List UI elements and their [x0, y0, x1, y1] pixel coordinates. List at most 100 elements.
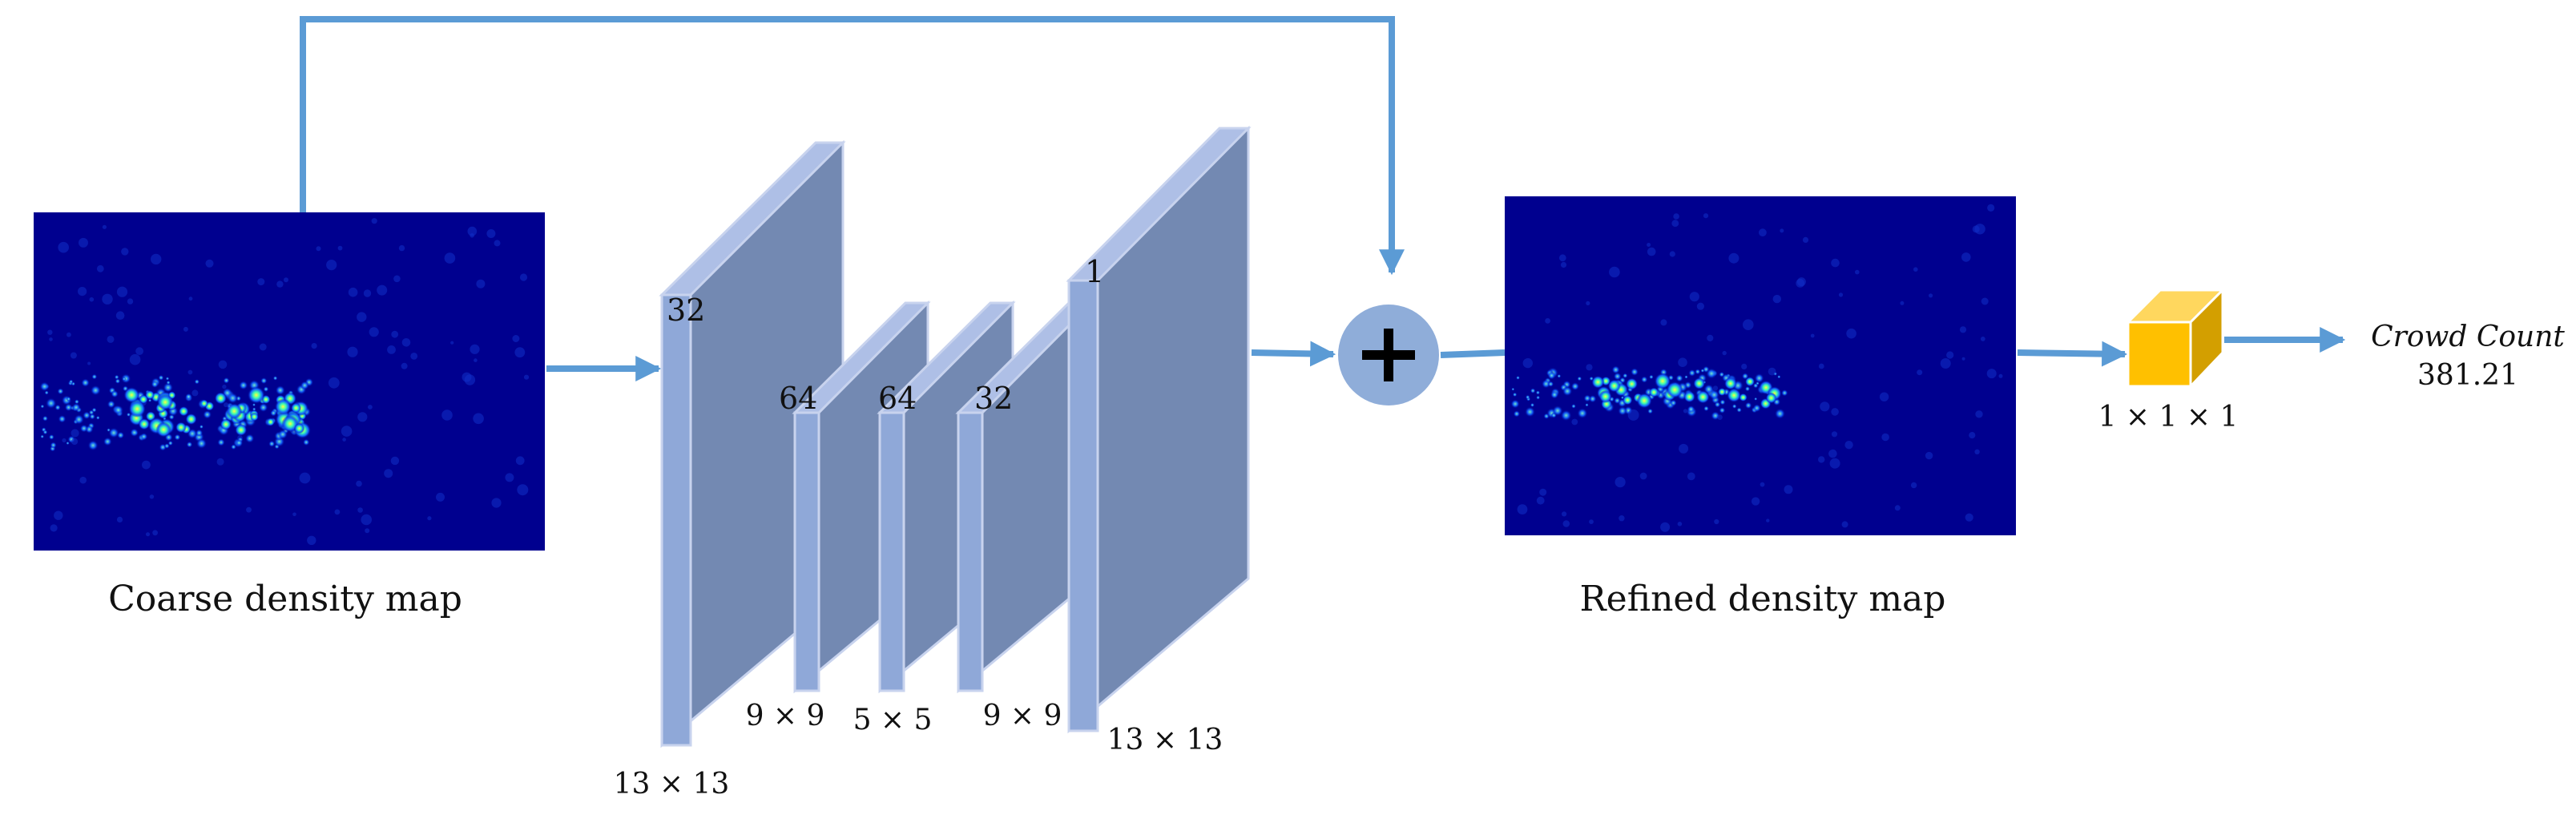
heat-speck — [1577, 408, 1588, 419]
heat-speck — [50, 442, 57, 449]
sum-to-refined-arrow — [1440, 349, 1506, 358]
heat-speck — [67, 332, 71, 337]
heat-speck — [89, 414, 95, 420]
heat-speck — [1675, 374, 1683, 382]
heat-speck — [1714, 401, 1721, 408]
heat-hotspot — [290, 402, 302, 414]
heat-speck — [1714, 518, 1719, 525]
heat-speck — [263, 386, 269, 393]
crowd-count-title: Crowd Count — [2371, 321, 2565, 353]
heat-speck — [1802, 236, 1809, 243]
heat-speck — [1965, 513, 1973, 522]
heat-speck — [1881, 433, 1889, 442]
heat-speck — [71, 429, 79, 438]
heat-speck — [1841, 521, 1848, 528]
heat-speck — [1525, 394, 1530, 400]
heat-speck — [257, 278, 265, 286]
heat-speck — [1917, 369, 1923, 376]
heat-speck — [58, 414, 67, 423]
heat-speck — [222, 384, 227, 389]
heat-speck — [1613, 372, 1622, 381]
heat-speck — [401, 338, 411, 347]
heat-hotspot — [1623, 395, 1633, 405]
heat-speck — [1589, 519, 1594, 524]
heat-hotspot — [1636, 393, 1652, 409]
heat-speck — [1998, 373, 2003, 378]
heat-speck — [1562, 385, 1573, 397]
heat-speck — [142, 460, 151, 470]
heat-speck — [163, 382, 174, 393]
heat-speck — [427, 516, 432, 521]
heat-speck — [467, 226, 478, 236]
output-cube — [2125, 287, 2226, 389]
heat-speck — [1961, 357, 1965, 361]
conv-layer-5-kernel: 13 × 13 — [1107, 724, 1223, 756]
heat-speck — [1530, 402, 1535, 408]
heat-speck — [1831, 258, 1840, 268]
heat-speck — [410, 353, 418, 360]
heat-speck — [130, 428, 139, 438]
heat-hotspot — [1654, 373, 1671, 389]
heat-speck — [1511, 387, 1515, 391]
heat-speck — [203, 410, 212, 419]
heat-speck — [1969, 432, 1976, 439]
heat-hotspot — [274, 398, 292, 415]
heat-speck — [1695, 369, 1701, 375]
heat-speck — [377, 284, 388, 296]
heat-speck — [450, 341, 454, 345]
heat-hotspot — [157, 393, 174, 410]
heat-speck — [302, 438, 310, 446]
heat-hotspot — [226, 403, 243, 420]
heat-speck — [79, 476, 87, 484]
heat-speck — [462, 372, 472, 382]
heat-speck — [1627, 409, 1639, 421]
heat-hotspot — [128, 400, 146, 418]
heat-speck — [1784, 485, 1793, 494]
heat-speck — [185, 393, 192, 401]
heat-speck — [356, 480, 362, 487]
heat-speck — [1855, 269, 1860, 275]
heat-speck — [1828, 449, 1837, 458]
heat-speck — [149, 494, 155, 499]
heat-speck — [357, 312, 367, 322]
heat-speck — [1772, 294, 1781, 304]
heat-speck — [1524, 406, 1536, 418]
heat-speck — [186, 441, 193, 448]
heat-speck — [108, 427, 119, 438]
heat-speck — [1510, 399, 1520, 409]
heat-speck — [398, 244, 405, 252]
sum-node — [1338, 305, 1439, 405]
heat-speck — [1570, 381, 1580, 391]
heat-speck — [368, 405, 373, 410]
heat-speck — [74, 414, 84, 425]
conv-layer-4-channels: 32 — [974, 381, 1013, 416]
heat-speck — [473, 413, 484, 425]
heat-hotspot — [214, 392, 228, 405]
heat-speck — [1736, 407, 1742, 413]
heat-speck — [1536, 395, 1541, 400]
heat-speck — [384, 469, 393, 478]
heat-speck — [1631, 368, 1639, 377]
heat-speck — [66, 441, 70, 446]
heat-speck — [239, 381, 248, 390]
heat-speck — [517, 484, 529, 496]
heat-speck — [1741, 363, 1748, 369]
heat-speck — [231, 444, 236, 450]
heat-speck — [151, 253, 162, 265]
heat-hotspot — [247, 386, 265, 404]
heat-speck — [299, 472, 311, 484]
heat-speck — [515, 456, 525, 466]
heat-speck — [90, 385, 101, 396]
heat-speck — [1744, 385, 1751, 392]
heat-speck — [371, 218, 377, 224]
heat-hotspot — [1723, 377, 1737, 390]
heat-speck — [74, 399, 79, 405]
heat-speck — [494, 240, 501, 247]
heat-speck — [54, 404, 61, 411]
heat-speck — [1679, 443, 1689, 454]
heat-hotspot — [266, 418, 275, 426]
heat-hotspot — [1598, 389, 1612, 403]
heat-speck — [69, 379, 74, 384]
heat-speck — [1961, 252, 1971, 262]
heat-speck — [1536, 496, 1545, 505]
